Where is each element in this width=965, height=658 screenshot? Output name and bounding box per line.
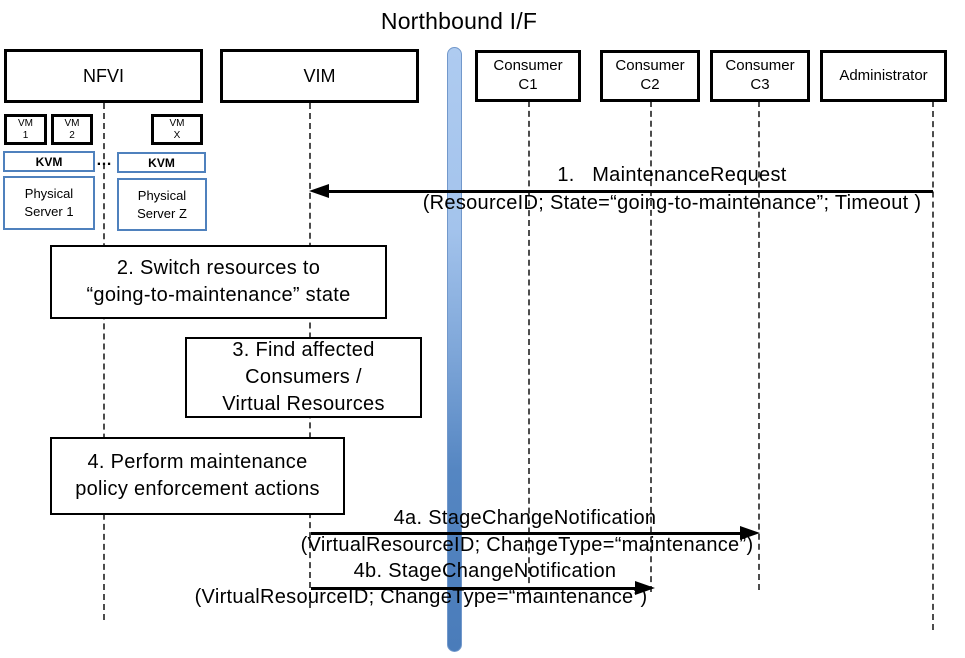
actor-box-consumer-c1: Consumer C1 [475, 50, 581, 102]
kvm-label: KVM [35, 154, 63, 169]
northbound-interface-bar [447, 47, 462, 652]
step3-box: 3. Find affected Consumers / Virtual Res… [185, 337, 422, 418]
step-line: 4. Perform maintenance [87, 451, 308, 473]
message-1-arrow [320, 190, 933, 193]
vm-label: 1 [22, 129, 29, 141]
message-1-label: 1. MaintenanceRequest [557, 164, 787, 186]
vm-label: VM [18, 118, 33, 129]
message-4a-arrowhead-icon [740, 526, 760, 540]
actor-box-vim: VIM [220, 49, 419, 103]
lifeline-consumer-c3 [758, 101, 760, 590]
vmx-box: VM X [151, 114, 203, 145]
physical-server-label: Server Z [137, 205, 187, 221]
actor-label: C1 [518, 76, 538, 93]
message-1-params: (ResourceID; State=“going-to-maintenance… [422, 192, 922, 214]
kvm-label: KVM [148, 155, 175, 170]
vm-label: VM [169, 118, 185, 129]
actor-box-administrator: Administrator [820, 50, 947, 102]
message-4a-params: (VirtualResourceID; ChangeType=“maintena… [300, 534, 754, 556]
message-4a-arrow [311, 532, 745, 535]
actor-label: Consumer [615, 57, 685, 75]
actor-label: Consumer [725, 57, 795, 75]
actor-label: Consumer [493, 57, 563, 75]
step-line: 3. Find affected [232, 339, 375, 361]
lifeline-consumer-c2 [650, 101, 652, 592]
step4-box: 4. Perform maintenance policy enforcemen… [50, 437, 345, 515]
step2-box: 2. Switch resources to “going-to-mainten… [50, 245, 387, 319]
physical-server-label: Physical [24, 186, 74, 202]
lifeline-administrator [932, 101, 934, 630]
actor-box-consumer-c3: Consumer C3 [710, 50, 810, 102]
ellipsis: … [96, 152, 113, 169]
actor-box-nfvi: NFVI [4, 49, 203, 103]
actor-label: Administrator [839, 66, 928, 84]
physical-server-z-box: Physical Server Z [117, 178, 207, 231]
lifeline-consumer-c1 [528, 101, 530, 593]
vm-label: VM [64, 118, 80, 129]
message-4b-arrow [311, 587, 637, 590]
step-line: Virtual Resources [222, 393, 385, 415]
diagram-title: Northbound I/F [380, 8, 538, 34]
message-4b-arrowhead-icon [635, 581, 655, 595]
step-line: Consumers / [245, 366, 362, 388]
actor-box-consumer-c2: Consumer C2 [600, 50, 700, 102]
step-line: 2. Switch resources to [116, 257, 321, 279]
vm-label: 2 [69, 129, 75, 141]
actor-label: C3 [750, 76, 770, 93]
physical-server-1-box: Physical Server 1 [3, 176, 95, 230]
step-line: policy enforcement actions [75, 478, 320, 500]
kvm2-box: KVM [117, 152, 206, 173]
actor-label-vim: VIM [303, 65, 336, 86]
message-1-arrowhead-icon [309, 184, 329, 198]
vm2-box: VM 2 [51, 114, 93, 145]
lifeline-nfvi [103, 103, 105, 620]
message-4a-label: 4a. StageChangeNotification [393, 507, 657, 529]
kvm1-box: KVM [3, 151, 95, 172]
message-4b-label: 4b. StageChangeNotification [353, 560, 617, 582]
message-4b-params: (VirtualResourceID; ChangeType=“maintena… [194, 586, 648, 608]
step-line: “going-to-maintenance” state [86, 284, 351, 306]
physical-server-label: Server 1 [24, 204, 74, 219]
vm-label: X [173, 129, 181, 141]
physical-server-label: Physical [137, 187, 187, 203]
vm1-box: VM 1 [4, 114, 47, 145]
actor-label-nfvi: NFVI [82, 65, 124, 86]
actor-label: C2 [640, 76, 660, 93]
